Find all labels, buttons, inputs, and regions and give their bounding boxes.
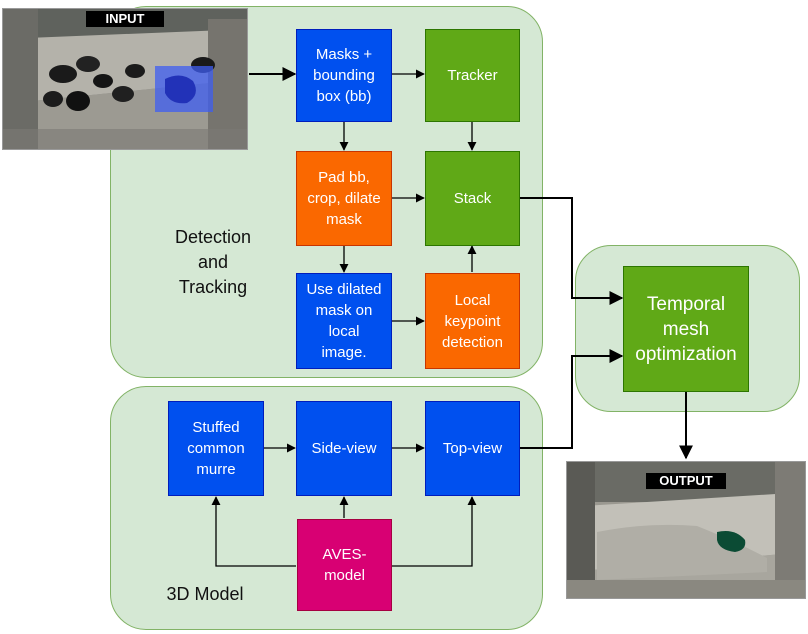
stack-node: Stack [425,151,520,246]
temporal-mesh-node: Temporal mesh optimization [623,266,749,392]
aves-model-node: AVES- model [297,519,392,611]
stuffed-murre-node: Stuffed common murre [168,401,264,496]
use-dilated-node: Use dilated mask on local image. [296,273,392,369]
masks-bb-node: Masks + bounding box (bb) [296,29,392,122]
3d-model-label: 3D Model [166,584,244,604]
top-view-node: Top-view [425,401,520,496]
side-view-node: Side-view [296,401,392,496]
edge-stack-temporal [520,197,624,305]
input-image [2,8,248,150]
input-photo-graphic [3,9,247,149]
output-label: OUTPUT [646,473,726,489]
detection-tracking-label: Detection and Tracking [174,227,252,297]
output-image [566,461,806,599]
input-label: INPUT [86,11,164,27]
edge-topview-temporal [520,349,624,449]
edge-aves-stuffed [211,496,296,567]
pad-bb-node: Pad bb, crop, dilate mask [296,151,392,246]
output-photo-graphic [567,462,805,598]
tracker-node: Tracker [425,29,520,122]
local-keypoint-node: Local keypoint detection [425,273,520,369]
edge-aves-topview [392,496,477,567]
